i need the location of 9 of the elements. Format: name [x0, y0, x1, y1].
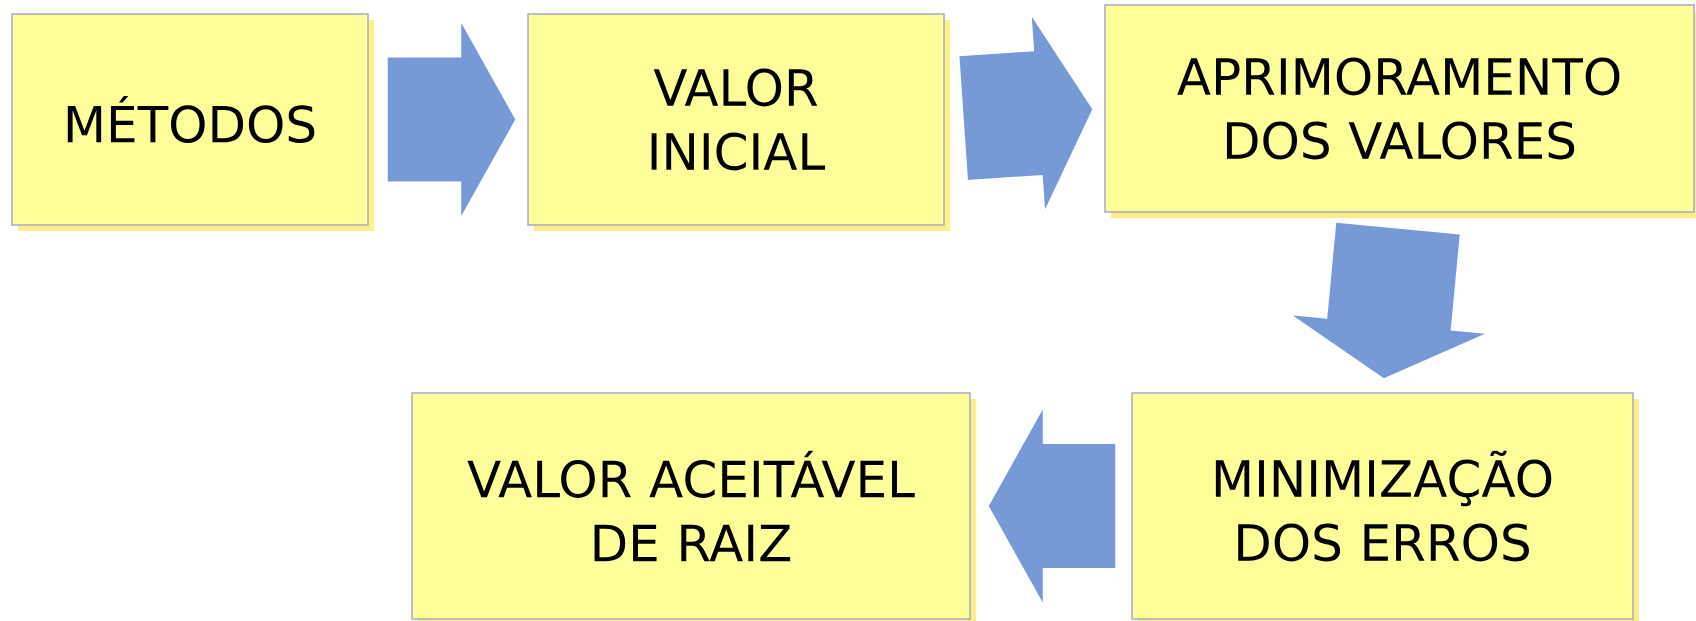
block-arrow — [1292, 222, 1485, 379]
block-arrow — [988, 409, 1116, 603]
process-box: APRIMORAMENTO DOS VALORES — [1104, 4, 1696, 218]
block-arrow — [959, 16, 1093, 210]
block-arrow — [387, 23, 516, 216]
process-box: VALOR INICIAL — [527, 13, 950, 231]
process-box: MINIMIZAÇÃO DOS ERROS — [1131, 392, 1639, 621]
process-box: VALOR ACEITÁVEL DE RAIZ — [411, 392, 976, 621]
process-box: MÉTODOS — [11, 13, 374, 231]
